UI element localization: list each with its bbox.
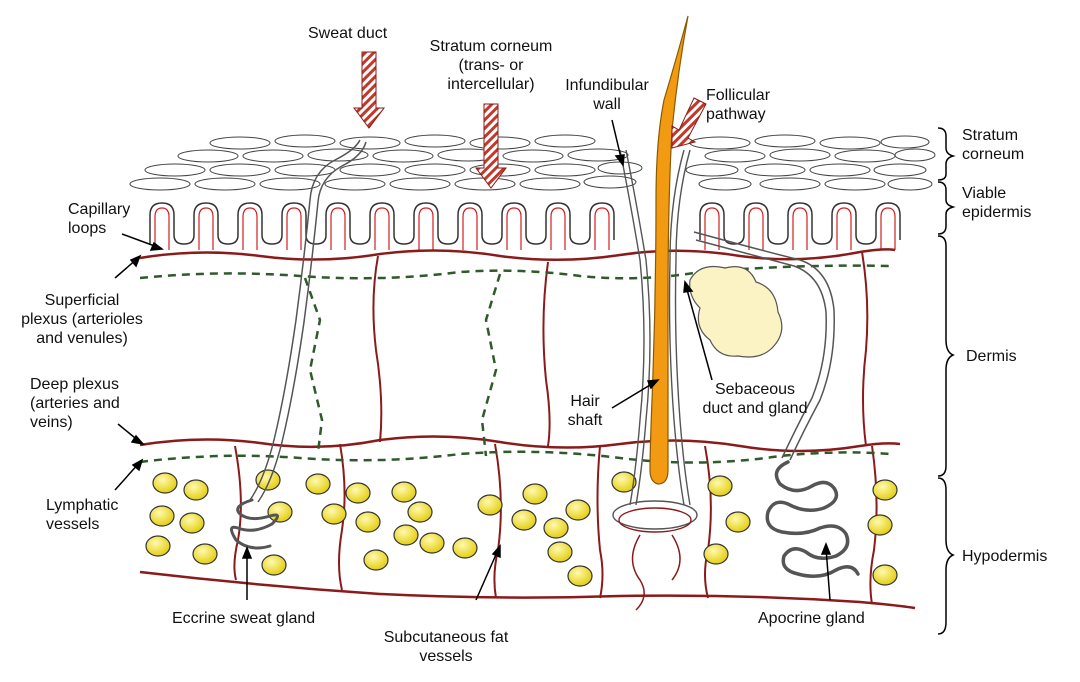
deep-plexus (139, 435, 901, 453)
label-follicular-pathway: Follicular pathway (706, 86, 770, 124)
label-capillary-line2: loops (68, 220, 107, 237)
hair-follicle (612, 149, 698, 533)
label-apocrine-gland: Apocrine gland (758, 610, 865, 627)
sweat-duct (249, 139, 367, 503)
label-subcut-line2: vessels (419, 648, 473, 665)
label-infundibular-wall: Infundibular wall (552, 76, 662, 114)
sebaceous-gland (689, 265, 783, 358)
label-sebaceous-line2: duct and gland (702, 400, 808, 417)
label-subcutaneous: Subcutaneous fat vessels (364, 628, 528, 666)
label-infundibular-line1: Infundibular (565, 77, 649, 94)
label-deep-plexus: Deep plexus (arteries and veins) (30, 375, 120, 432)
penetration-arrows (353, 51, 707, 189)
label-stratum-corneum-route-line3: intercellular) (447, 76, 535, 93)
stratum-corneum-cells (129, 134, 936, 191)
layer-viable-epidermis: Viable epidermis (962, 184, 1031, 222)
layer-dermis: Dermis (966, 348, 1017, 365)
hypodermis-base (139, 570, 916, 610)
label-hair-shaft: Hair shaft (560, 392, 610, 430)
label-deep-line2: (arteries and (30, 395, 120, 412)
label-sebaceous-line1: Sebaceous (714, 381, 796, 398)
label-superficial-line3: and venules) (36, 330, 128, 347)
superficial-plexus (139, 248, 896, 262)
layer-stratum-line1: Stratum (962, 127, 1019, 144)
label-superficial-line2: plexus (arterioles (21, 311, 143, 328)
label-capillary-loops: Capillary loops (68, 200, 130, 238)
fat-cells (145, 469, 898, 587)
label-lymphatic-line1: Lymphatic (46, 497, 119, 514)
layer-viable-line1: Viable (962, 185, 1007, 202)
label-sebaceous: Sebaceous duct and gland (690, 380, 820, 418)
label-stratum-corneum-route-line2: (trans- or (458, 57, 524, 74)
capillary-loops (154, 207, 896, 250)
label-lymphatic-vessels: Lymphatic vessels (46, 496, 118, 534)
label-follicular-line2: pathway (706, 106, 766, 123)
label-stratum-corneum-route: Stratum corneum (trans- or intercellular… (400, 37, 582, 94)
dermal-vessels (233, 251, 878, 605)
apocrine-duct (693, 231, 835, 461)
label-follicular-line1: Follicular (706, 87, 771, 104)
layer-braces (937, 127, 956, 635)
label-capillary-line1: Capillary (68, 201, 131, 218)
lymphatic-vessels (139, 264, 891, 464)
layer-stratum-corneum: Stratum corneum (962, 126, 1024, 164)
epidermal-papillae (149, 202, 901, 245)
leader-lines (114, 119, 832, 601)
layer-viable-line2: epidermis (962, 204, 1032, 221)
label-stratum-corneum-route-line1: Stratum corneum (429, 38, 553, 55)
label-deep-line3: veins) (30, 414, 73, 431)
label-superficial-line1: Superficial (44, 292, 120, 309)
label-sweat-duct: Sweat duct (308, 25, 388, 42)
label-deep-line1: Deep plexus (30, 376, 119, 393)
layer-stratum-line2: corneum (962, 146, 1025, 163)
label-hair-line2: shaft (567, 412, 603, 429)
label-subcut-line1: Subcutaneous fat (383, 629, 509, 646)
layer-hypodermis: Hypodermis (962, 548, 1048, 565)
label-infundibular-line2: wall (593, 96, 621, 113)
label-lymphatic-line2: vessels (46, 516, 100, 533)
hair-bulb-vessel (631, 534, 681, 611)
apocrine-gland (765, 460, 860, 578)
label-superficial-plexus: Superficial plexus (arterioles and venul… (14, 291, 150, 348)
label-hair-line1: Hair (570, 393, 600, 410)
hair-shaft (649, 15, 689, 485)
eccrine-gland (230, 498, 279, 550)
label-eccrine-sweat-gland: Eccrine sweat gland (172, 610, 316, 627)
